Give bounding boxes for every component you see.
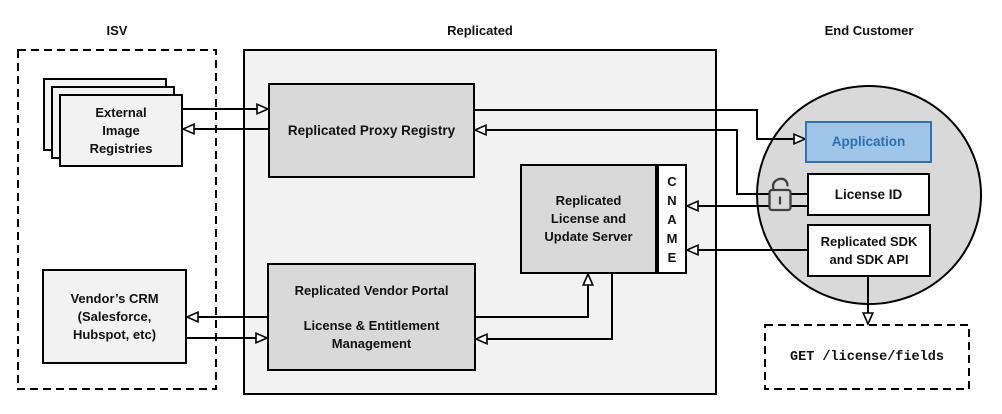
replicated-sdk-label: Replicated SDK and SDK API bbox=[820, 233, 918, 267]
vendor-portal-title: Replicated Vendor Portal bbox=[294, 282, 449, 298]
vendor-portal-subtitle: License & Entitlement Management bbox=[303, 317, 440, 351]
replicated-proxy-registry-label: Replicated Proxy Registry bbox=[287, 122, 456, 138]
cname-label: C N A M E bbox=[666, 173, 678, 265]
isv-section-title: ISV bbox=[106, 23, 128, 38]
replicated-license-update-server-box: Replicated License and Update Server bbox=[520, 164, 657, 274]
external-image-registries-label: External Image Registries bbox=[89, 104, 153, 156]
cname-strip: C N A M E bbox=[657, 164, 687, 274]
open-padlock-icon bbox=[768, 177, 792, 212]
replicated-license-update-server-label: Replicated License and Update Server bbox=[544, 193, 633, 244]
end-customer-section-title: End Customer bbox=[824, 23, 914, 38]
license-id-box: License ID bbox=[807, 173, 930, 216]
license-id-label: License ID bbox=[834, 186, 903, 202]
application-box: Application bbox=[805, 121, 932, 163]
connector-sdk-to-get bbox=[861, 277, 875, 327]
external-image-registries-box: External Image Registries bbox=[59, 94, 183, 167]
get-license-fields-box: GET /license/fields bbox=[764, 324, 970, 390]
get-license-fields-label: GET /license/fields bbox=[790, 349, 944, 365]
replicated-section-title: Replicated bbox=[447, 23, 513, 38]
vendors-crm-box: Vendor’s CRM (Salesforce, Hubspot, etc) bbox=[42, 269, 187, 364]
vendors-crm-label: Vendor’s CRM (Salesforce, Hubspot, etc) bbox=[70, 290, 159, 342]
replicated-vendor-portal-box: Replicated Vendor Portal License & Entit… bbox=[267, 263, 476, 371]
replicated-proxy-registry-box: Replicated Proxy Registry bbox=[268, 83, 475, 178]
application-label: Application bbox=[831, 134, 906, 149]
replicated-sdk-box: Replicated SDK and SDK API bbox=[807, 224, 931, 277]
